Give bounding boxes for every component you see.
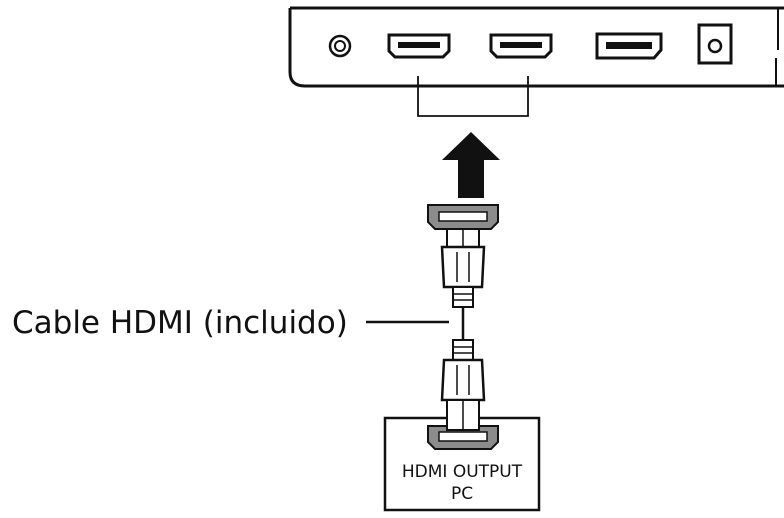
- hdmi-port-icon: [387, 33, 451, 59]
- displayport-icon: [595, 32, 663, 60]
- cable-label: Cable HDMI (incluido): [12, 305, 348, 341]
- hdmi-ports-bracket: [417, 76, 529, 117]
- pc-box-line1: HDMI OUTPUT: [402, 462, 523, 482]
- monitor-port-panel: [288, 6, 784, 88]
- audio-jack-icon: [328, 34, 352, 58]
- dc-power-icon: [697, 23, 733, 65]
- pc-hdmi-port-icon: [427, 425, 499, 450]
- up-arrow-icon: [442, 132, 500, 198]
- pc-box-line2: PC: [451, 484, 473, 504]
- hdmi-port-icon: [489, 33, 553, 59]
- hdmi-plug-top: [427, 204, 499, 308]
- hdmi-plug-bottom: [440, 339, 486, 431]
